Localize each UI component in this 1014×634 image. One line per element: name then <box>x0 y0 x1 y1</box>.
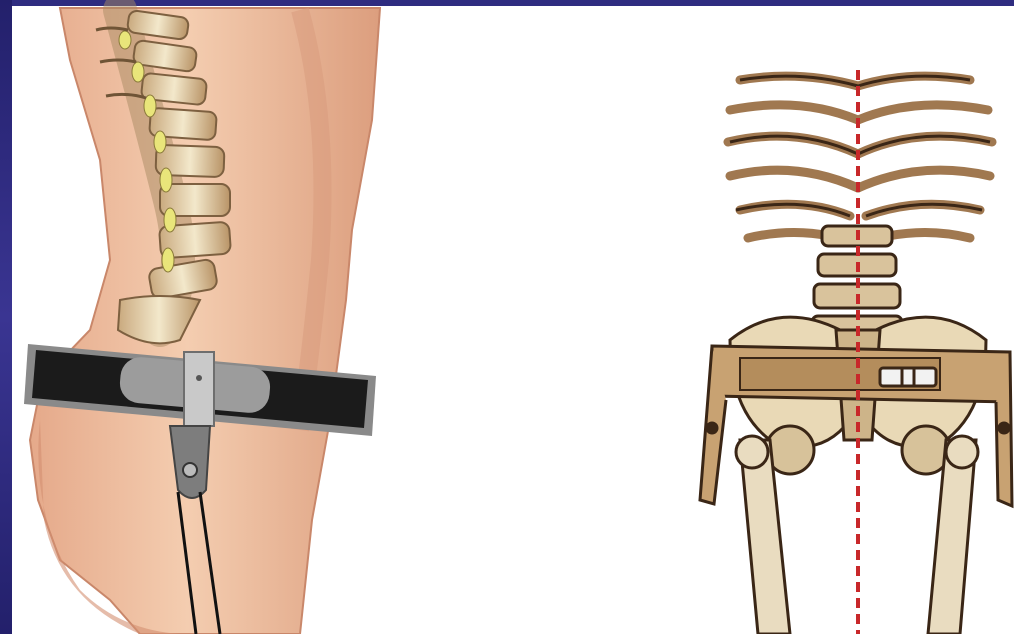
torso-body <box>30 8 380 634</box>
side-view-torso <box>24 8 380 634</box>
rib-cage-dark <box>730 76 990 216</box>
front-view-skeleton <box>700 70 1012 634</box>
